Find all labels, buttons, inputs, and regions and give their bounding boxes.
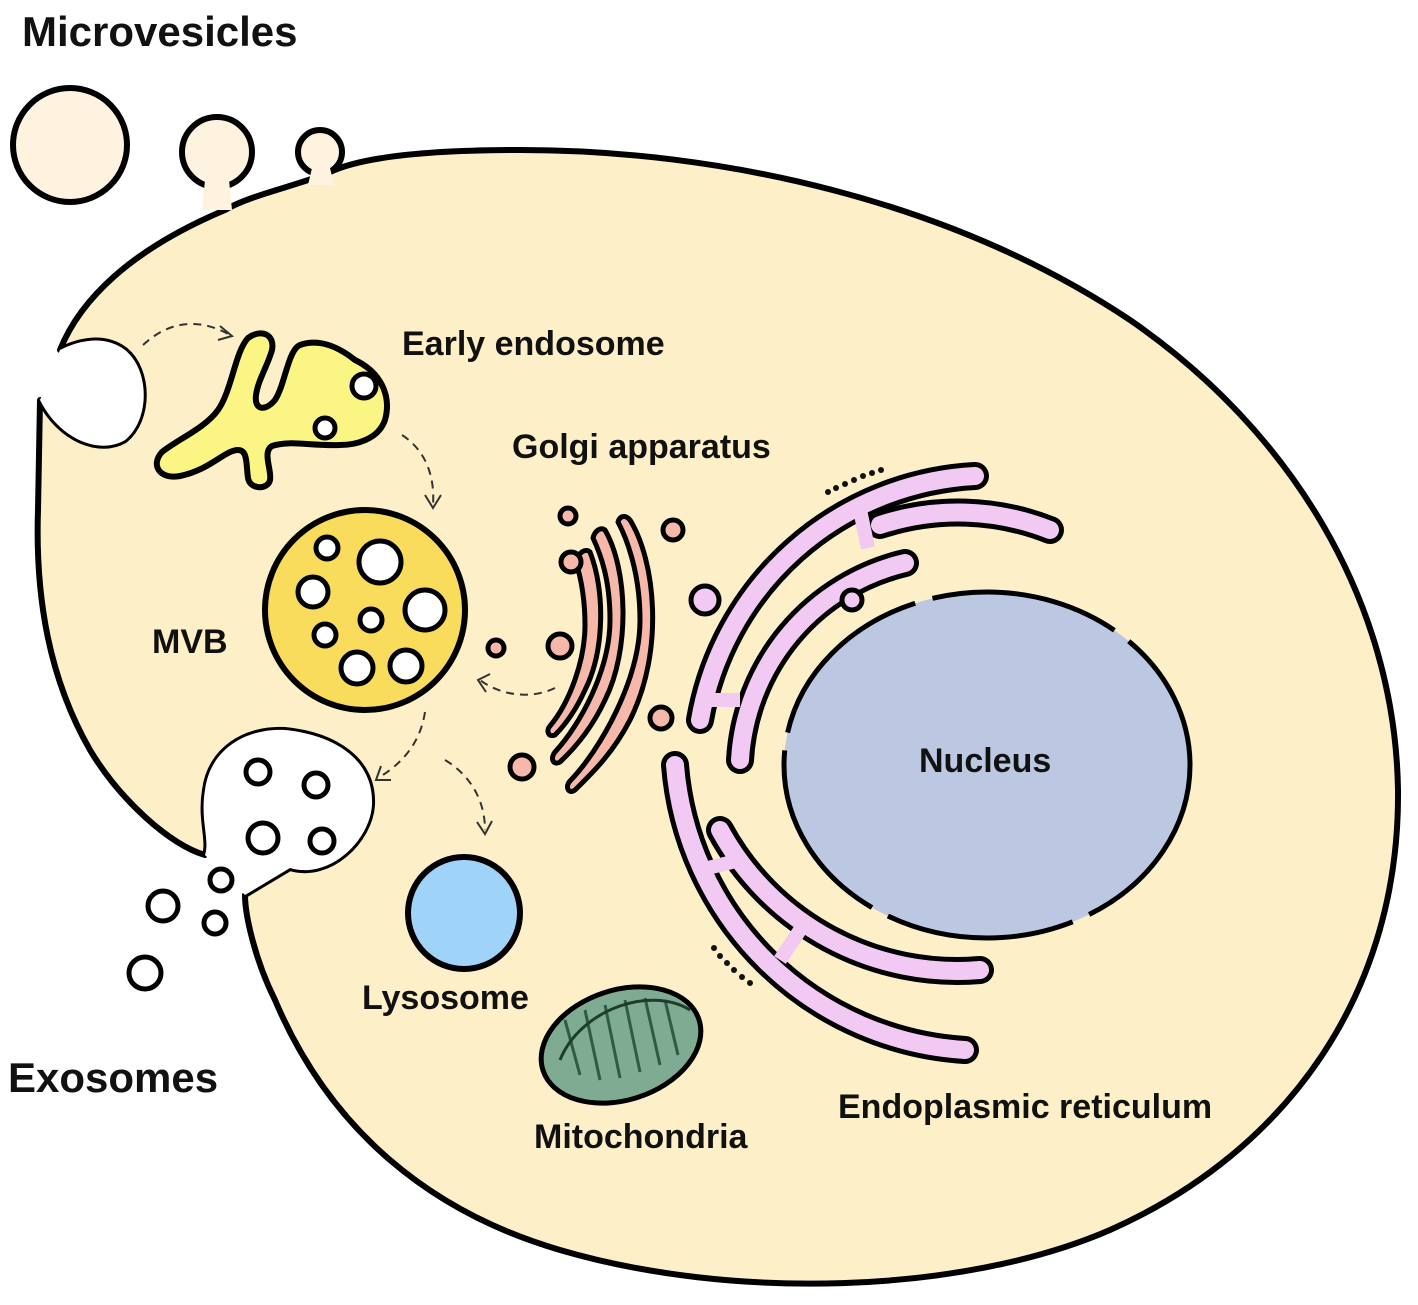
arrowhead <box>217 325 235 341</box>
arrow-endosome-to-mvb <box>401 434 435 506</box>
mvb-vesicle <box>387 647 425 685</box>
label-early-endosome: Early endosome <box>402 325 665 363</box>
label-lysosome: Lysosome <box>362 979 529 1017</box>
ribosome <box>717 953 723 959</box>
golgi-vesicle <box>557 505 579 527</box>
ribosome <box>869 470 875 476</box>
microvesicle-small <box>295 127 345 177</box>
microvesicle-large <box>10 85 130 205</box>
er-cisterna <box>691 467 984 729</box>
lysosome <box>405 854 523 972</box>
arrowhead <box>424 494 442 510</box>
er-connector <box>774 926 806 964</box>
exosome-inner <box>245 820 281 856</box>
ribosome <box>825 489 831 495</box>
ribosome <box>724 960 730 966</box>
mitochondria-inner <box>558 998 691 1061</box>
er-connector <box>853 508 875 550</box>
exosome-inner <box>307 826 337 856</box>
er-cisterna <box>666 756 974 1059</box>
er-cisterna <box>731 554 914 769</box>
trafficking-arrows <box>142 322 556 831</box>
golgi-vesicle <box>647 704 675 732</box>
ribosome <box>731 967 737 973</box>
ribosome <box>860 473 866 479</box>
arrowhead <box>476 820 493 836</box>
arrow-mvb-to-exosome <box>377 711 426 779</box>
mitochondria-cristae <box>563 997 680 1081</box>
nucleus <box>784 592 1190 938</box>
golgi-vesicle <box>485 637 507 659</box>
microvesicle-budding <box>179 114 255 190</box>
exosome <box>145 888 181 924</box>
ribosomes <box>711 467 884 986</box>
label-mitochondria: Mitochondria <box>534 1118 749 1156</box>
label-nucleus: Nucleus <box>919 742 1051 780</box>
arrowhead <box>374 765 391 781</box>
mvb-vesicle <box>338 649 376 687</box>
label-exosomes: Exosomes <box>8 1054 218 1101</box>
early-endosome <box>153 330 390 491</box>
endoplasmic-reticulum <box>661 462 1064 1064</box>
mitochondria <box>538 984 704 1106</box>
endosome-vesicle <box>312 415 338 441</box>
golgi-vesicle <box>558 549 584 575</box>
mvb-vesicle <box>295 574 331 610</box>
endosome-vesicle <box>349 371 379 401</box>
er-cisterna <box>871 503 1059 539</box>
ribosome <box>878 467 884 473</box>
mvb-vesicle <box>313 534 341 562</box>
nuclear-envelope <box>781 589 1193 941</box>
ribosome <box>833 485 839 491</box>
exosome-inner <box>301 770 331 800</box>
label-endoplasmic-reticulum: Endoplasmic reticulum <box>838 1088 1212 1126</box>
ribosome <box>851 477 857 483</box>
arrow-mvb-to-lysosome <box>444 759 486 831</box>
golgi-vesicle <box>507 752 537 782</box>
ribosome <box>739 974 745 980</box>
er-connector <box>698 853 742 877</box>
golgi-vesicle <box>660 517 686 543</box>
er-bleb <box>839 587 865 613</box>
golgi-cisterna <box>565 514 656 794</box>
er-cisterna <box>711 821 989 980</box>
golgi-cisterna <box>550 526 626 766</box>
exosome <box>201 909 229 937</box>
label-golgi-apparatus: Golgi apparatus <box>512 428 771 466</box>
mvb-vesicle <box>356 538 404 586</box>
arrowhead <box>476 673 491 693</box>
label-mvb: MVB <box>152 623 228 661</box>
label-microvesicles: Microvesicles <box>22 8 298 55</box>
microvesicle-bud-neck <box>202 180 232 210</box>
exosome <box>207 866 235 894</box>
endocytic-pocket <box>40 340 144 446</box>
er-bleb <box>688 583 722 617</box>
exosome-inner <box>243 757 273 787</box>
ribosome <box>842 481 848 487</box>
arrow-heads <box>217 325 493 836</box>
arrow-endocytosis <box>142 322 231 346</box>
mvb-vesicle <box>402 587 448 633</box>
golgi-apparatus <box>485 505 686 794</box>
arrow-golgi-to-mvb <box>479 679 556 696</box>
mvb-vesicle <box>357 606 385 634</box>
golgi-vesicle <box>545 631 575 661</box>
exosome <box>126 954 164 992</box>
ribosome <box>711 945 717 951</box>
mvb-vesicle <box>311 621 339 649</box>
microvesicle-small-neck <box>308 168 334 185</box>
ribosome <box>747 980 753 986</box>
